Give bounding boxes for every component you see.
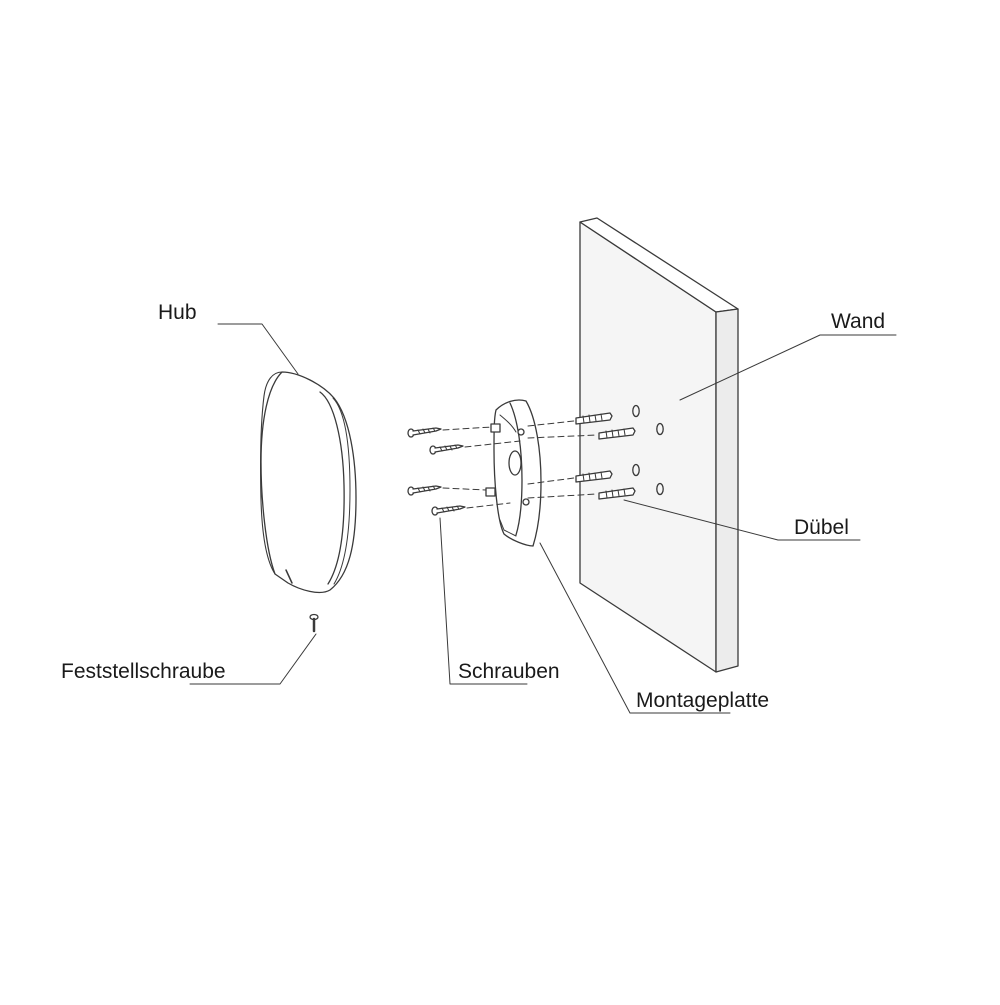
- label-wand: Wand: [831, 310, 886, 333]
- hub-device: [260, 371, 357, 594]
- leader-hub: [217, 323, 299, 375]
- screw: [407, 427, 442, 438]
- label-duebel: Dübel: [794, 516, 849, 539]
- alignment-lines: [442, 420, 598, 509]
- mounting-plate: [485, 399, 542, 547]
- wall-hole: [656, 482, 664, 496]
- wall-anchor: [598, 427, 636, 440]
- screw: [431, 505, 466, 516]
- leader-wand: [679, 334, 897, 401]
- wall-hole: [656, 422, 664, 436]
- wall-anchor: [575, 412, 613, 425]
- wall-anchors: [575, 412, 636, 500]
- label-schrauben: Schrauben: [458, 660, 560, 683]
- wall-anchor: [575, 470, 613, 483]
- leader-duebel: [623, 499, 861, 541]
- leader-lines: [189, 323, 897, 714]
- label-montageplatte: Montageplatte: [636, 689, 770, 712]
- label-hub: Hub: [158, 301, 197, 324]
- locking-screw: [309, 613, 319, 633]
- wall-hole: [632, 404, 640, 418]
- wall-anchor: [598, 487, 636, 500]
- leader-montageplatte: [539, 542, 731, 714]
- leader-feststellschraube: [189, 633, 317, 685]
- screw: [429, 444, 464, 455]
- label-feststellschraube: Feststellschraube: [61, 660, 226, 683]
- screw: [407, 485, 442, 496]
- wall: [579, 217, 739, 673]
- wall-hole: [632, 463, 640, 477]
- leader-schrauben: [439, 517, 528, 685]
- screws: [407, 427, 466, 516]
